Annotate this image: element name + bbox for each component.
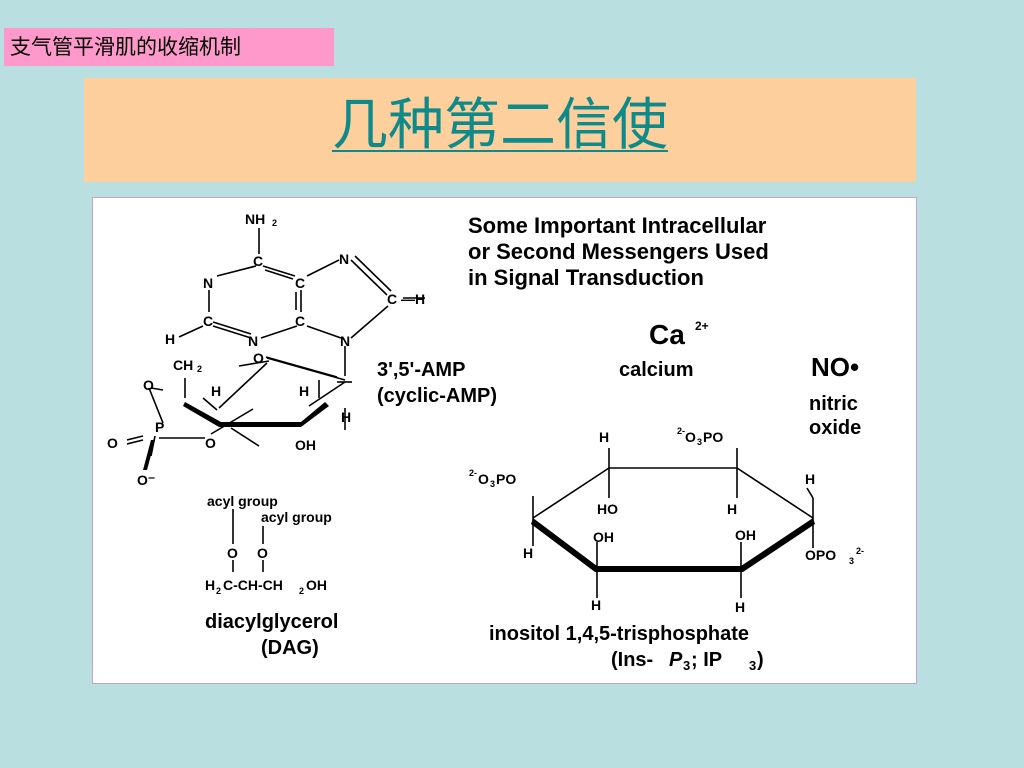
ip3-p1-sup: 2-	[856, 546, 864, 556]
calcium-symbol: Ca	[649, 319, 685, 350]
dag-bonds	[232, 509, 264, 572]
atom-nh2: NH	[245, 211, 265, 227]
atom-n1: N	[203, 275, 213, 291]
ip3-abbr-sub-2: 3	[749, 658, 756, 673]
camp-name: 3',5'-AMP	[377, 359, 465, 381]
camp-wedge-bond	[143, 440, 155, 470]
atom-o5: O	[143, 377, 154, 393]
ip3-h-bottom-right: H	[735, 599, 745, 615]
ip3-abbr-mid: ; IP	[691, 649, 722, 671]
ip3-abbr-p: P	[669, 649, 683, 671]
figure-canvas: Some Important Intracellular or Second M…	[107, 211, 864, 673]
ip3-p5-sub: 3	[490, 479, 495, 489]
dag-structure: acyl group acyl group O O H 2 C-CH-CH 2 …	[205, 493, 338, 659]
ip3-oh-right: OH	[735, 527, 756, 543]
ip3-p4-sup: 2-	[677, 426, 685, 436]
ip3-ring-bold-edge	[531, 518, 815, 572]
camp-bonds	[126, 228, 425, 457]
atom-c4: C	[295, 313, 305, 329]
ip3-p5-sup: 2-	[469, 468, 477, 478]
ip3-atoms: H 2- O 3 PO 2- O 3 PO H HO H OH OH H OPO…	[469, 426, 864, 615]
atom-n3: N	[248, 333, 258, 349]
atom-h1: H	[341, 409, 351, 425]
atom-nh2-sub: 2	[272, 218, 277, 228]
ip3-structure: H 2- O 3 PO 2- O 3 PO H HO H OH OH H OPO…	[469, 426, 864, 673]
slide-title: 几种第二信使	[332, 93, 668, 158]
calcium-entry: Ca 2+ calcium	[619, 319, 709, 381]
ip3-p4-o: O	[685, 429, 696, 445]
camp-alt-name: (cyclic-AMP)	[377, 385, 497, 407]
dag-o-1: O	[227, 545, 238, 561]
dag-chain-sub-2: 2	[299, 586, 304, 596]
atom-c5: C	[295, 275, 305, 291]
atom-ring-o: O	[253, 350, 264, 366]
second-messengers-figure: Some Important Intracellular or Second M…	[92, 197, 917, 684]
camp-ribose-bold-edge	[183, 402, 329, 427]
atom-oh2: OH	[295, 437, 316, 453]
heading-line-3: in Signal Transduction	[468, 265, 704, 290]
no-symbol: NO•	[811, 352, 859, 382]
ip3-abbr-close: )	[757, 649, 764, 671]
dag-acyl-2: acyl group	[261, 509, 332, 525]
atom-n9: N	[340, 333, 350, 349]
camp-atoms: NH 2 C N C N C —H C H C N N O CH 2 O H H…	[107, 211, 425, 488]
heading-line-2: or Second Messengers Used	[468, 239, 769, 264]
ip3-h-bottom-left: H	[591, 597, 601, 613]
ip3-name: inositol 1,4,5-trisphosphate	[489, 623, 749, 645]
ip3-p4-po: PO	[703, 429, 723, 445]
nitric-oxide-entry: NO• nitric oxide	[809, 352, 861, 439]
dag-chain-c: C-CH-CH	[223, 577, 283, 593]
atom-h4: H	[211, 383, 221, 399]
slide-tag: 支气管平滑肌的收缩机制	[4, 28, 334, 66]
atom-h2: H	[165, 331, 175, 347]
atom-ch2: CH	[173, 357, 193, 373]
dag-abbr: (DAG)	[261, 637, 319, 659]
atom-c2: C	[203, 313, 213, 329]
dag-chain-oh: OH	[306, 577, 327, 593]
no-name-line-1: nitric	[809, 393, 858, 415]
ip3-abbr: (Ins- P 3 ; IP 3 )	[611, 649, 764, 673]
ip3-p5-o: O	[478, 471, 489, 487]
ip3-abbr-open: (Ins-	[611, 649, 653, 671]
ip3-ho: HO	[597, 501, 618, 517]
ip3-h-top-left: H	[599, 429, 609, 445]
ip3-h-mid-right: H	[727, 501, 737, 517]
figure-heading: Some Important Intracellular or Second M…	[468, 213, 769, 290]
atom-ch2-sub: 2	[197, 364, 202, 374]
ip3-p5-po: PO	[496, 471, 516, 487]
dag-name: diacylglycerol	[205, 611, 338, 633]
atom-p-o-double: O	[107, 435, 118, 451]
heading-line-1: Some Important Intracellular	[468, 213, 767, 238]
camp-structure: NH 2 C N C N C —H C H C N N O CH 2 O H H…	[107, 211, 497, 488]
atom-c6: C	[253, 253, 263, 269]
calcium-charge: 2+	[695, 319, 709, 333]
ip3-p4-sub: 3	[697, 437, 702, 447]
calcium-name: calcium	[619, 359, 693, 381]
ip3-p1-sub: 3	[849, 556, 854, 566]
title-banner: 几种第二信使	[84, 78, 916, 182]
atom-o3: O	[205, 435, 216, 451]
atom-p: P	[155, 419, 164, 435]
atom-n7: N	[339, 251, 349, 267]
ip3-p1-opo: OPO	[805, 547, 836, 563]
dag-acyl-1: acyl group	[207, 493, 278, 509]
dag-chain-h: H	[205, 577, 215, 593]
ip3-h-right: H	[805, 471, 815, 487]
atom-c8-h: C —H	[387, 291, 425, 307]
ip3-h-left: H	[523, 545, 533, 561]
atom-o-minus: O⁻	[137, 472, 155, 488]
atom-h3: H	[299, 383, 309, 399]
no-name-line-2: oxide	[809, 417, 861, 439]
ip3-oh-left: OH	[593, 529, 614, 545]
ip3-bonds	[532, 448, 814, 598]
ip3-abbr-sub-1: 3	[683, 658, 690, 673]
dag-o-2: O	[257, 545, 268, 561]
dag-chain-sub-1: 2	[216, 586, 221, 596]
